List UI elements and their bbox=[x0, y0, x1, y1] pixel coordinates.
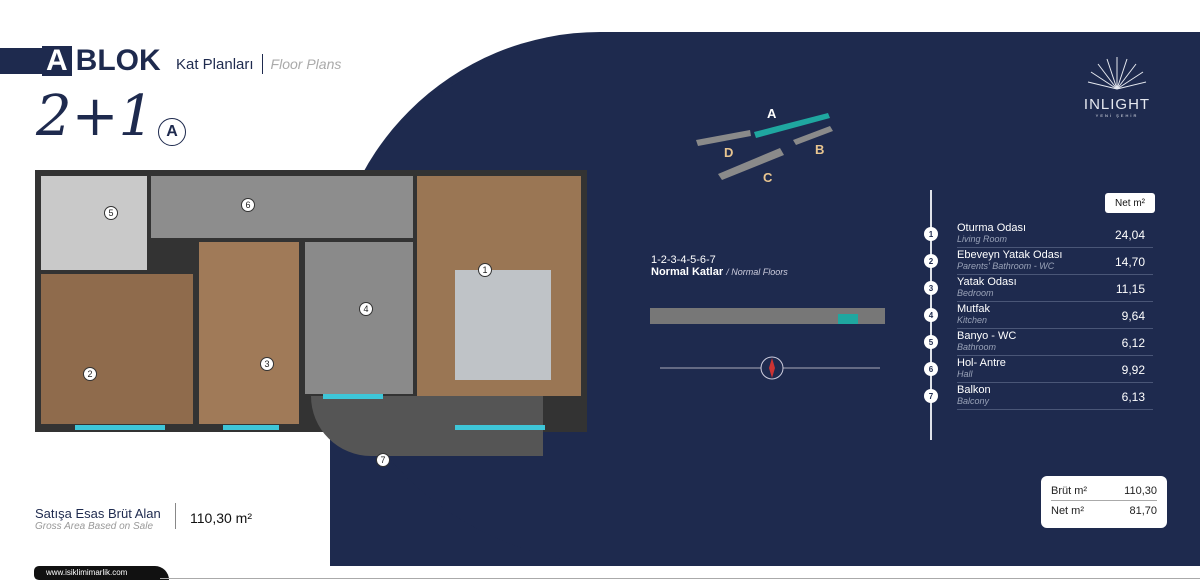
title: Kat Planları bbox=[176, 55, 254, 73]
window bbox=[223, 425, 279, 430]
room-name-en: Kitchen bbox=[957, 315, 988, 325]
area-label: Satışa Esas Brüt Alan bbox=[35, 506, 161, 521]
floors-label-en: / Normal Floors bbox=[726, 267, 788, 277]
totals-box: Brüt m² 110,30 Net m² 81,70 bbox=[1041, 476, 1167, 528]
net-m2-header: Net m² bbox=[1105, 193, 1155, 213]
key-plan bbox=[650, 308, 885, 380]
building-outline bbox=[650, 308, 885, 324]
title-en: Floor Plans bbox=[270, 56, 342, 72]
room-index: 1 bbox=[924, 227, 938, 241]
site-plan bbox=[696, 113, 833, 180]
website-link[interactable]: www.isiklimimarlik.com bbox=[34, 566, 169, 580]
room-name: Banyo - WC bbox=[957, 330, 1017, 342]
room-number: 1 bbox=[478, 263, 492, 277]
room-index: 7 bbox=[924, 389, 938, 403]
room-area: 9,92 bbox=[1121, 363, 1145, 377]
kitchen bbox=[305, 242, 413, 394]
floors-label: Normal Katlar bbox=[651, 266, 724, 278]
unit-highlight bbox=[838, 314, 858, 324]
block-c-shape bbox=[718, 148, 784, 180]
section-title: Kat Planları Floor Plans bbox=[176, 54, 341, 74]
net-value: 81,70 bbox=[1129, 505, 1157, 517]
block-word: BLOK bbox=[75, 44, 161, 77]
room-number: 5 bbox=[104, 206, 118, 220]
block-letter: A bbox=[42, 46, 72, 76]
room-number: 2 bbox=[83, 367, 97, 381]
room-name-en: Living Room bbox=[957, 234, 1008, 244]
room-index: 5 bbox=[924, 335, 938, 349]
room-area: 6,12 bbox=[1121, 336, 1145, 350]
window bbox=[75, 425, 165, 430]
room-name-en: Bathroom bbox=[957, 342, 997, 352]
block-d-label[interactable]: D bbox=[724, 145, 734, 160]
unit-type: 2+1 bbox=[36, 84, 155, 149]
room-area: 9,64 bbox=[1121, 309, 1145, 323]
room-area: 24,04 bbox=[1114, 228, 1145, 242]
inlight-logo: INLIGHT YENİ ŞEHİR bbox=[1078, 55, 1156, 118]
room-number: 4 bbox=[359, 302, 373, 316]
sunburst-icon bbox=[1087, 57, 1147, 90]
footer-line bbox=[160, 578, 1200, 579]
room-name: Mutfak bbox=[957, 303, 991, 315]
block-a-label[interactable]: A bbox=[767, 106, 777, 121]
compass-needle bbox=[769, 358, 775, 378]
bedroom bbox=[199, 242, 299, 424]
hall bbox=[151, 176, 413, 238]
room-name-en: Hall bbox=[957, 369, 973, 379]
logo-name: INLIGHT bbox=[1083, 96, 1151, 113]
room-number: 7 bbox=[376, 453, 390, 467]
divider bbox=[261, 54, 263, 74]
room-index: 2 bbox=[924, 254, 938, 268]
room-area: 6,13 bbox=[1121, 390, 1145, 404]
room-name-en: Balcony bbox=[957, 396, 990, 406]
room-name-en: Bedroom bbox=[957, 288, 994, 298]
gross-value: 110,30 bbox=[1124, 484, 1157, 497]
block-c-label[interactable]: C bbox=[763, 170, 773, 185]
room-number: 3 bbox=[260, 357, 274, 371]
room-name: Oturma Odası bbox=[957, 222, 1027, 234]
room-name: Hol- Antre bbox=[957, 357, 1006, 369]
window bbox=[455, 425, 545, 430]
unit-variant-badge: A bbox=[158, 118, 186, 146]
block-b-label[interactable]: B bbox=[815, 142, 825, 157]
floor-numbers: 1-2-3-4-5-6-7 bbox=[651, 254, 716, 266]
net-label: Net m² bbox=[1051, 505, 1084, 517]
area-label-en: Gross Area Based on Sale bbox=[35, 521, 154, 532]
room-name: Balkon bbox=[957, 384, 991, 396]
room-index: 3 bbox=[924, 281, 938, 295]
gross-label: Brüt m² bbox=[1051, 484, 1088, 497]
divider bbox=[175, 503, 176, 529]
floor-plan: 1 2 3 4 5 6 7 bbox=[35, 170, 587, 467]
parents-bedroom bbox=[41, 274, 193, 424]
bathroom bbox=[41, 176, 147, 270]
room-name: Ebeveyn Yatak Odası bbox=[957, 249, 1063, 261]
block-b-shape bbox=[793, 126, 833, 145]
gross-area-value: 110,30 m² bbox=[190, 510, 252, 526]
room-area: 14,70 bbox=[1114, 255, 1145, 269]
window bbox=[323, 394, 383, 399]
room-area: 11,15 bbox=[1115, 282, 1145, 296]
room-name: Yatak Odası bbox=[957, 276, 1017, 288]
room-index: 4 bbox=[924, 308, 938, 322]
block-d-shape bbox=[696, 130, 751, 146]
rug bbox=[455, 270, 551, 380]
block-a-shape bbox=[754, 113, 830, 138]
room-index: 6 bbox=[924, 362, 938, 376]
room-name-en: Parents' Bathroom - WC bbox=[957, 261, 1055, 271]
room-number: 6 bbox=[241, 198, 255, 212]
logo-sub: YENİ ŞEHİR bbox=[1095, 113, 1139, 118]
